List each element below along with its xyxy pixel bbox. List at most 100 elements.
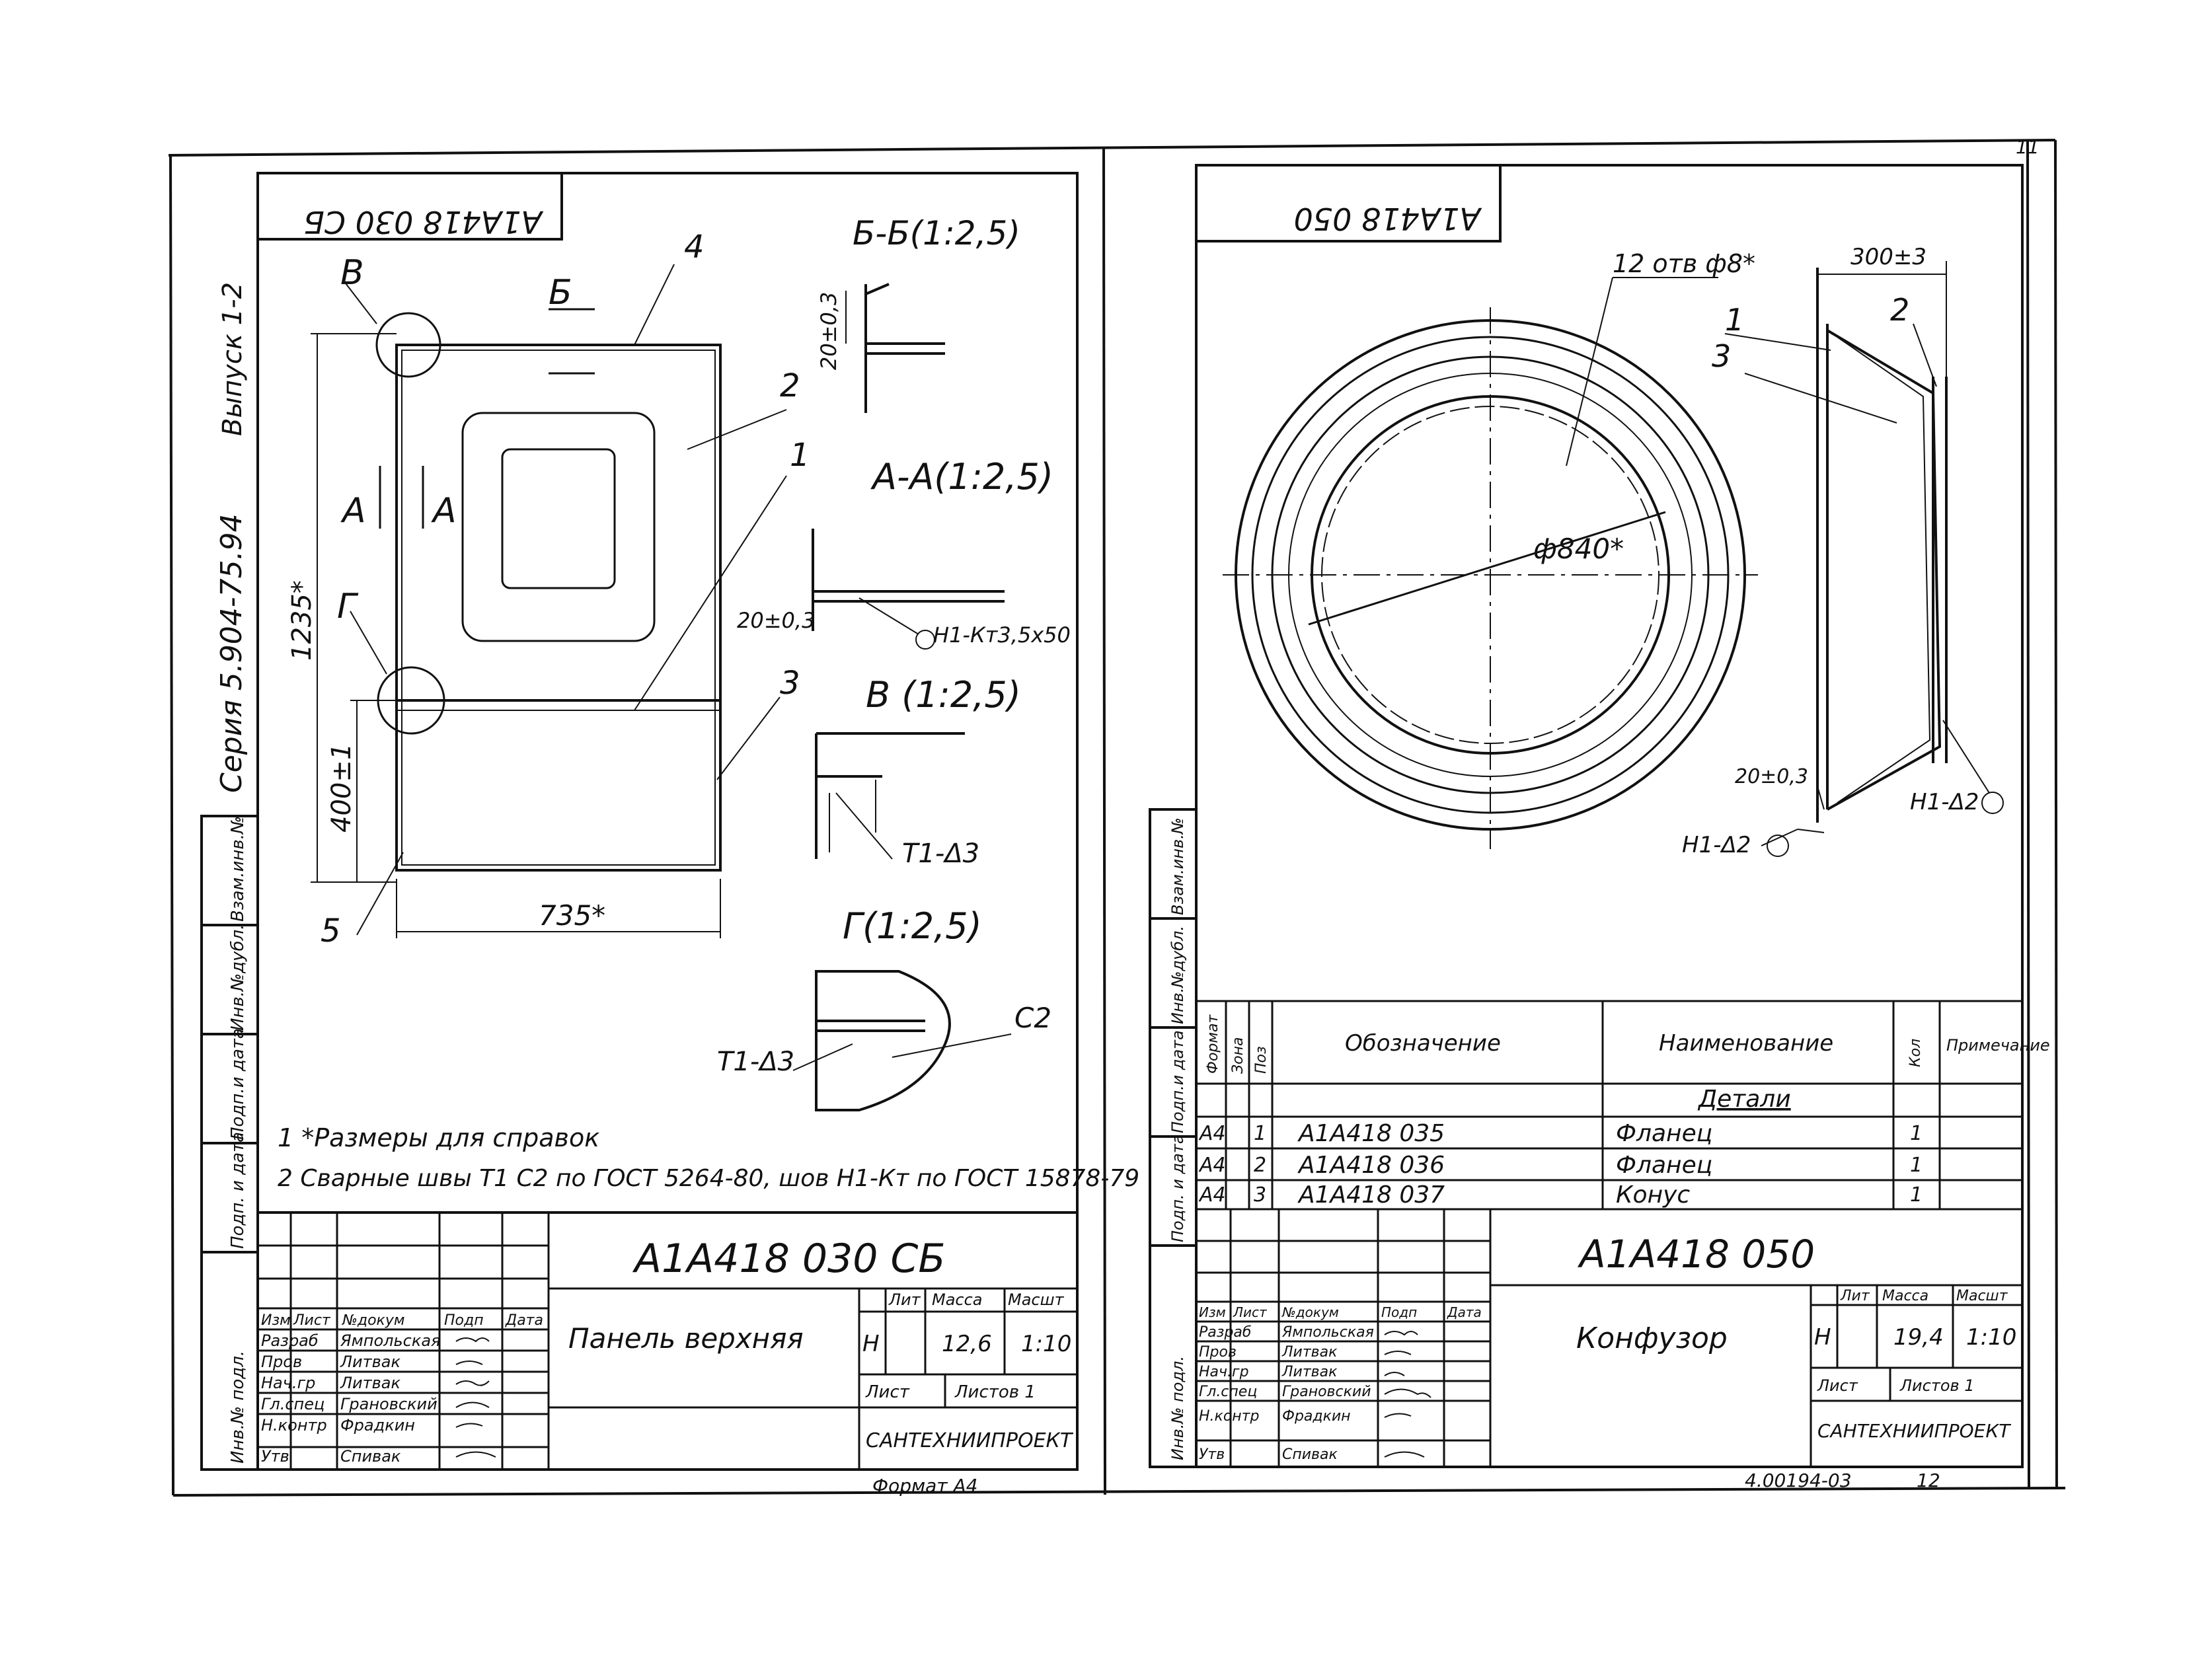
left-tb-org: САНТЕХНИИПРОЕКТ [866, 1429, 1074, 1452]
left-tb-col-izm: Изм [261, 1312, 291, 1329]
left-tb-role-2: Пров [261, 1353, 302, 1371]
spec-row-1-pos: 1 [1254, 1122, 1266, 1145]
spec-row-3-qty: 1 [1910, 1183, 1923, 1207]
right-side-stamp-1: Взам.инв.№ [1168, 817, 1187, 915]
series-label: Серия 5.904-75.94 [215, 513, 248, 793]
mark-b: Б [549, 273, 572, 313]
spec-row-2-qty: 1 [1910, 1154, 1923, 1177]
cone-side-view [1724, 261, 2004, 857]
section-bb [845, 283, 945, 413]
issue-label: Выпуск 1-2 [217, 282, 248, 436]
right-tb-sheets: Листов 1 [1899, 1376, 1975, 1395]
footer-code: 4.00194-03 [1745, 1470, 1852, 1491]
spec-row: А4 2 А1А418 036 Фланец 1 [1198, 1152, 1923, 1179]
left-tb-role-3: Нач.гр [261, 1374, 315, 1392]
left-tb-lit: Н [862, 1331, 880, 1357]
left-stamp: А1А418 030 СБ [303, 204, 544, 240]
spec-h-pos: Поз [1253, 1046, 1270, 1074]
right-tb-name-5: Фрадкин [1282, 1408, 1351, 1425]
cone-callout-3: 3 [1712, 338, 1731, 374]
cone-length: 300±3 [1850, 244, 1926, 270]
right-side-stamp-4: Подп. и дата [1168, 1135, 1187, 1243]
left-stamp-box [256, 172, 563, 241]
right-tb-signatures [1384, 1331, 1431, 1458]
right-tb-sheet: Лист [1817, 1376, 1858, 1395]
spec-h-designation: Обозначение [1345, 1030, 1501, 1057]
dim-width: 735* [539, 899, 605, 932]
right-tb-role-6: Утв [1199, 1446, 1225, 1463]
right-sheet: Взам.инв.№ Инв.№дубл. Подп.и дата Подп. … [1149, 164, 2050, 1491]
spec-row-1-designation: А1А418 035 [1297, 1120, 1445, 1147]
page-number: 11 [2016, 136, 2040, 158]
spec-row-1-qty: 1 [1910, 1122, 1923, 1145]
side-stamp-4: Подп. и дата [228, 1132, 248, 1249]
g-c2: С2 [1014, 1002, 1051, 1034]
right-tb-mass-label: Масса [1882, 1288, 1928, 1304]
left-tb-role-6: Утв [261, 1447, 289, 1466]
right-title-block [1196, 1208, 2022, 1467]
right-tb-col-list: Лист [1233, 1304, 1268, 1320]
left-tb-sheets: Листов 1 [954, 1382, 1036, 1402]
dim-lower: 400±1 [326, 743, 357, 833]
right-tb-role-3: Нач.гр [1199, 1364, 1249, 1380]
callout-5: 5 [321, 913, 341, 950]
panel-view [311, 264, 787, 938]
spec-h-zone: Зона [1230, 1037, 1246, 1074]
right-tb-mass: 19,4 [1893, 1324, 1944, 1351]
right-side-stamp-5: Инв.№ подл. [1168, 1356, 1187, 1460]
left-tb-scale: 1:10 [1021, 1331, 1071, 1357]
detail-v-title: В (1:2,5) [866, 674, 1021, 716]
callout-3: 3 [780, 665, 800, 702]
side-stamp-2: Инв.№дубл. [228, 924, 248, 1031]
spec-row-3-pos: 3 [1254, 1183, 1266, 1207]
left-tb-name: Панель верхняя [568, 1322, 804, 1355]
detail-v [815, 732, 965, 860]
diameter-label: ф840* [1533, 533, 1624, 565]
callout-2: 2 [780, 367, 800, 404]
spec-table [1196, 1000, 2022, 1209]
right-tb-col-podp: Подп [1381, 1304, 1417, 1320]
cone-callout-1: 1 [1725, 302, 1744, 338]
right-tb-name-1: Ямпольская [1281, 1324, 1374, 1341]
aa-dim: 20±0,3 [737, 608, 815, 633]
spec-section: Детали [1697, 1086, 1791, 1113]
left-tb-role-4: Гл.спец [261, 1395, 324, 1413]
right-tb-org: САНТЕХНИИПРОЕКТ [1817, 1420, 2011, 1442]
flange-view [1223, 277, 1758, 849]
right-side-stamp-3: Подп.и дата [1168, 1030, 1187, 1133]
bb-dim: 20±0,3 [816, 292, 841, 370]
left-tb-col-data: Дата [505, 1312, 543, 1329]
section-aa-title: А-А(1:2,5) [870, 456, 1053, 498]
spec-h-name: Наименование [1659, 1030, 1833, 1057]
right-tb-col-izm: Изм [1199, 1304, 1226, 1320]
left-tb-lit-label: Лит [888, 1290, 921, 1309]
right-stamp: А1А418 050 [1294, 201, 1482, 237]
left-tb-name-5: Фрадкин [340, 1416, 415, 1435]
right-tb-role-2: Пров [1199, 1344, 1237, 1361]
note-2: 2 Сварные швы Т1 С2 по ГОСТ 5264-80, шов… [278, 1165, 1139, 1192]
spec-h-format: Формат [1205, 1014, 1221, 1074]
aa-weld: Н1-Кт3,5х50 [933, 622, 1071, 648]
right-tb-lit: Н [1814, 1324, 1831, 1351]
cone-weld-right: Н1-Δ2 [1910, 789, 1979, 815]
right-tb-lit-label: Лит [1840, 1288, 1870, 1304]
left-tb-col-podp: Подп [444, 1312, 484, 1329]
right-tb-name-3: Литвак [1281, 1364, 1338, 1380]
right-tb-col-data: Дата [1447, 1304, 1482, 1320]
right-tb-name-2: Литвак [1281, 1344, 1338, 1361]
cone-callout-2: 2 [1890, 292, 1909, 328]
section-bb-title: Б-Б(1:2,5) [853, 214, 1020, 252]
cone-weld-left: Н1-Δ2 [1682, 832, 1751, 858]
spec-row-3-name: Конус [1616, 1181, 1690, 1209]
spec-h-qty: Кол [1907, 1039, 1924, 1067]
right-tb-col-doc: №докум [1281, 1304, 1339, 1320]
left-tb-col-doc: №докум [342, 1312, 404, 1329]
right-side-stamp-2: Инв.№дубл. [1168, 926, 1187, 1024]
side-stamp-1: Взам.инв.№ [228, 816, 248, 922]
g-weld: Т1-Δ3 [717, 1047, 794, 1077]
section-aa [812, 529, 1005, 650]
spec-row-2-name: Фланец [1616, 1152, 1712, 1179]
left-tb-sheet: Лист [865, 1382, 910, 1402]
left-tb-name-6: Спивак [340, 1447, 401, 1466]
